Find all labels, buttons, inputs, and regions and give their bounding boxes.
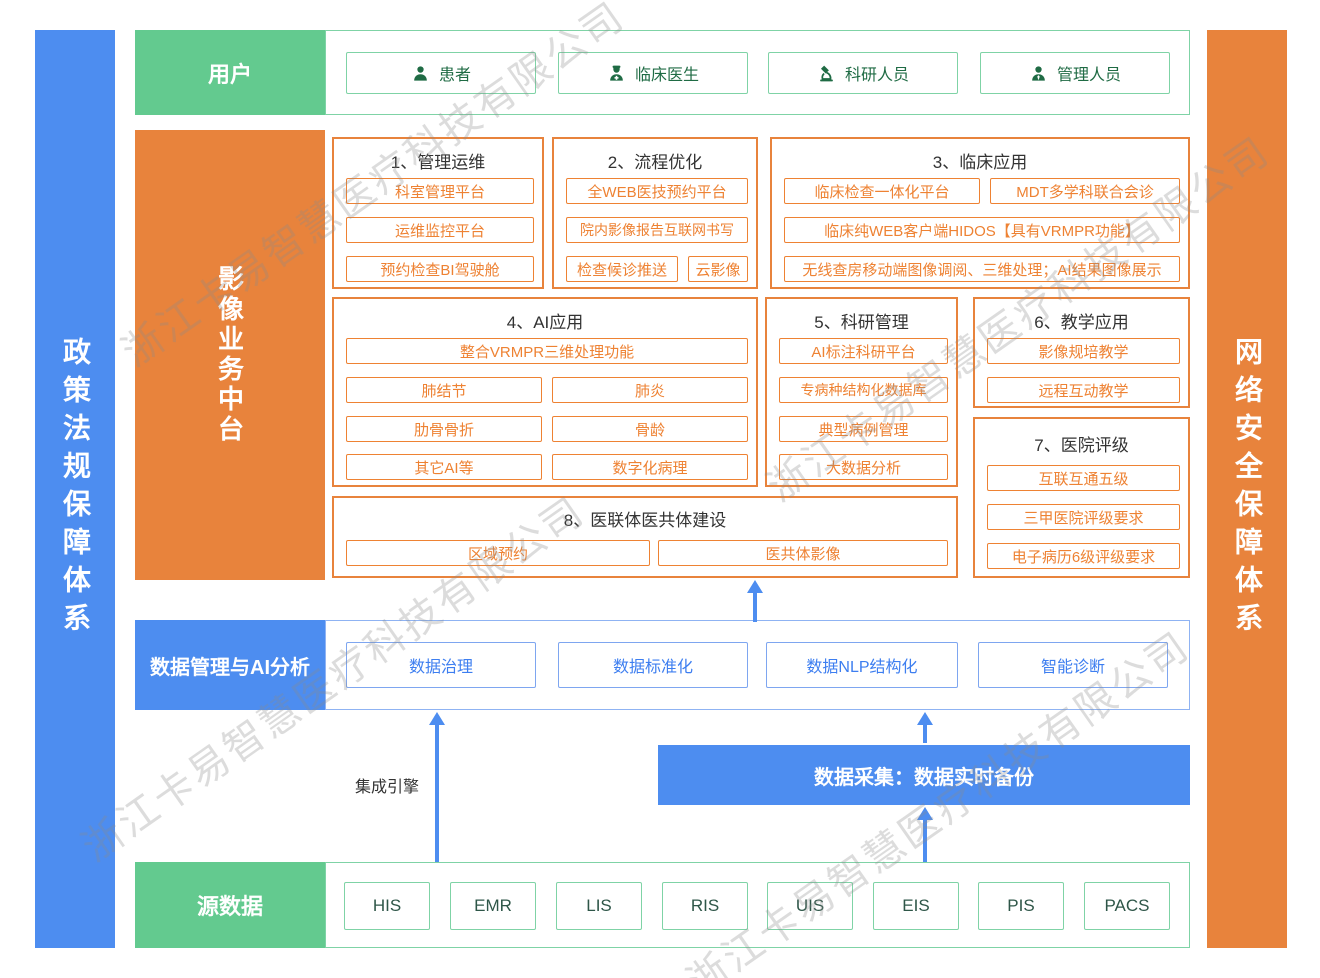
- section-teaching-apps: 6、教学应用 影像规培教学 远程互动教学: [973, 297, 1190, 408]
- node: 大数据分析: [779, 454, 948, 480]
- node: 科室管理平台: [346, 178, 534, 204]
- section-title: 6、教学应用: [1034, 313, 1129, 332]
- node: 其它AI等: [346, 454, 542, 480]
- node: 运维监控平台: [346, 217, 534, 243]
- node: 临床纯WEB客户端HIDOS【具有VRMPR功能】: [784, 217, 1180, 243]
- node: 典型病例管理: [779, 416, 948, 442]
- node: 智能诊断: [978, 642, 1168, 688]
- left-policy-bar-label: 政策法规保障体系: [60, 337, 91, 641]
- node: 影像规培教学: [987, 338, 1180, 364]
- node: 肺炎: [552, 377, 748, 403]
- node-lis: LIS: [556, 882, 642, 930]
- patient-icon: [411, 64, 430, 83]
- node-patient: 患者: [346, 52, 536, 94]
- node: 无线查房移动端图像调阅、三维处理；AI结果图像展示: [784, 256, 1180, 282]
- node: 预约检查BI驾驶舱: [346, 256, 534, 282]
- users-row-container: 患者 临床医生 科研人员 管理人员: [325, 30, 1190, 115]
- section-research-mgmt: 5、科研管理 AI标注科研平台 专病种结构化数据库 典型病例管理 大数据分析: [765, 297, 958, 487]
- node-emr: EMR: [450, 882, 536, 930]
- node: 三甲医院评级要求: [987, 504, 1180, 530]
- node: 专病种结构化数据库: [779, 377, 948, 403]
- node: 医共体影像: [658, 540, 948, 566]
- node-eis: EIS: [873, 882, 959, 930]
- node: MDT多学科联合会诊: [990, 178, 1180, 204]
- node: 互联互通五级: [987, 465, 1180, 491]
- doctor-icon: [607, 64, 626, 83]
- platform-label: 影像业务中台: [135, 130, 325, 580]
- section-title: 3、临床应用: [932, 153, 1028, 172]
- researcher-icon: [817, 64, 836, 83]
- node-label: 患者: [438, 67, 471, 84]
- section-title: 2、流程优化: [607, 153, 703, 172]
- data-mgmt-label: 数据管理与AI分析: [135, 620, 325, 710]
- node-label: 科研人员: [844, 67, 909, 84]
- node-label: 临床医生: [634, 67, 699, 84]
- platform-label-text: 影像业务中台: [214, 265, 245, 445]
- data-collection-label: 数据采集：数据实时备份: [814, 766, 1034, 789]
- section-management-ops: 1、管理运维 科室管理平台 运维监控平台 预约检查BI驾驶舱: [332, 137, 544, 289]
- node: 数据标准化: [558, 642, 748, 688]
- users-row-label-text: 用户: [207, 61, 252, 87]
- node-admin: 管理人员: [980, 52, 1170, 94]
- node-label: 管理人员: [1056, 67, 1121, 84]
- section-title: 4、AI应用: [506, 313, 584, 332]
- section-title: 8、医联体医共体建设: [563, 511, 727, 530]
- node: 全WEB医技预约平台: [566, 178, 748, 204]
- node: 骨龄: [552, 416, 748, 442]
- node-pacs: PACS: [1084, 882, 1170, 930]
- node: 院内影像报告互联网书写: [566, 217, 748, 243]
- node: 区域预约: [346, 540, 650, 566]
- section-ai-apps: 4、AI应用 整合VRMPR三维处理功能 肺结节 肺炎 肋骨骨折 骨龄 其它AI…: [332, 297, 758, 487]
- section-process-optimization: 2、流程优化 全WEB医技预约平台 院内影像报告互联网书写 检查候诊推送 云影像: [552, 137, 758, 289]
- node: 肺结节: [346, 377, 542, 403]
- right-security-bar-label: 网络安全保障体系: [1232, 337, 1263, 641]
- node: 整合VRMPR三维处理功能: [346, 338, 748, 364]
- node-his: HIS: [344, 882, 430, 930]
- node-clinician: 临床医生: [558, 52, 748, 94]
- node-researcher: 科研人员: [768, 52, 958, 94]
- node: 临床检查一体化平台: [784, 178, 980, 204]
- node: 数据NLP结构化: [766, 642, 958, 688]
- section-medical-alliance: 8、医联体医共体建设 区域预约 医共体影像: [332, 496, 958, 578]
- left-policy-bar: 政策法规保障体系: [35, 30, 115, 948]
- node: 检查候诊推送: [566, 256, 678, 282]
- node-uis: UIS: [767, 882, 853, 930]
- right-security-bar: 网络安全保障体系: [1207, 30, 1287, 948]
- admin-icon: [1029, 64, 1048, 83]
- section-clinical-apps: 3、临床应用 临床检查一体化平台 MDT多学科联合会诊 临床纯WEB客户端HID…: [770, 137, 1190, 289]
- node: 数字化病理: [552, 454, 748, 480]
- node: 电子病历6级评级要求: [987, 543, 1180, 569]
- node: 肋骨骨折: [346, 416, 542, 442]
- data-collection-box: 数据采集：数据实时备份: [658, 745, 1190, 805]
- node: AI标注科研平台: [779, 338, 948, 364]
- node-ris: RIS: [662, 882, 748, 930]
- node: 云影像: [688, 256, 748, 282]
- section-title: 1、管理运维: [390, 153, 486, 172]
- users-row-label: 用户: [135, 30, 325, 115]
- data-mgmt-container: 数据治理 数据标准化 数据NLP结构化 智能诊断: [325, 620, 1190, 710]
- node: 数据治理: [346, 642, 536, 688]
- source-row-label-text: 源数据: [196, 894, 263, 919]
- source-row-label: 源数据: [135, 862, 325, 948]
- source-row-container: HIS EMR LIS RIS UIS EIS PIS PACS: [325, 862, 1190, 948]
- section-title: 5、科研管理: [814, 313, 909, 332]
- node: 远程互动教学: [987, 377, 1180, 403]
- integration-engine-label: 集成引擎: [355, 779, 420, 796]
- section-title: 7、医院评级: [1034, 436, 1129, 455]
- data-mgmt-label-text: 数据管理与AI分析: [150, 656, 310, 679]
- node-pis: PIS: [978, 882, 1064, 930]
- section-hospital-rating: 7、医院评级 互联互通五级 三甲医院评级要求 电子病历6级评级要求: [973, 417, 1190, 578]
